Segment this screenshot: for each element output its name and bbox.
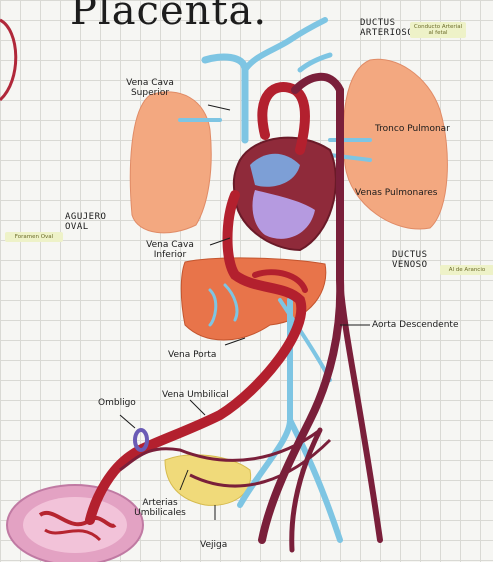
ductus-venosus-note: Al de Arancio bbox=[440, 265, 493, 275]
label-venas-pulmonares: Venas Pulmonares bbox=[355, 188, 437, 198]
label-vena-umbilical: Vena Umbilical bbox=[162, 390, 229, 400]
label-arterias-umbilicales: Arterias Umbilicales bbox=[130, 498, 190, 518]
label-ombligo: Ombligo bbox=[98, 398, 136, 408]
red-circle-mark bbox=[0, 20, 16, 100]
foramen-ovale-note: Foramen Oval bbox=[5, 232, 63, 242]
label-vena-porta: Vena Porta bbox=[168, 350, 216, 360]
label-vena-cava-inferior: Vena Cava Inferior bbox=[140, 240, 200, 260]
label-aorta-descendente: Aorta Descendente bbox=[372, 320, 458, 330]
page-title: Placenta. bbox=[70, 0, 267, 34]
label-foramen-ovale: AGUJERO OVAL bbox=[65, 212, 113, 232]
left-lung bbox=[130, 92, 211, 233]
right-lung bbox=[343, 59, 447, 229]
label-ductus-venosus: DUCTUS VENOSO bbox=[392, 250, 436, 270]
label-vejiga: Vejiga bbox=[200, 540, 227, 550]
label-ductus-arteriosus: DUCTUS ARTERIOSO bbox=[360, 18, 404, 38]
ductus-arteriosus-note: Conducto Arterial al fetal bbox=[410, 22, 466, 38]
label-vena-cava-superior: Vena Cava Superior bbox=[125, 78, 175, 98]
label-tronco-pulmonar: Tronco Pulmonar bbox=[375, 124, 450, 134]
